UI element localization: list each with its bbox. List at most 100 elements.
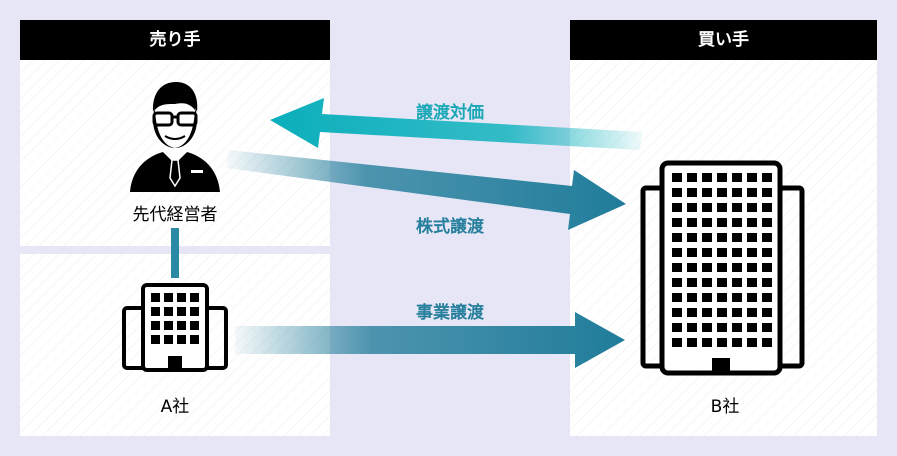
window: [687, 203, 697, 212]
window: [732, 203, 742, 212]
window: [717, 248, 727, 257]
window: [747, 308, 757, 317]
window: [702, 338, 712, 347]
window: [717, 308, 727, 317]
window: [762, 203, 772, 212]
window: [702, 218, 712, 227]
window: [687, 248, 697, 257]
window: [672, 293, 682, 302]
window: [190, 335, 199, 344]
window: [762, 308, 772, 317]
window: [687, 173, 697, 182]
window: [177, 321, 186, 330]
window: [687, 233, 697, 242]
window: [702, 293, 712, 302]
window: [702, 308, 712, 317]
window: [747, 173, 757, 182]
window: [732, 248, 742, 257]
window: [190, 293, 199, 302]
payment-arrow: [270, 98, 642, 150]
window: [190, 307, 199, 316]
window: [762, 173, 772, 182]
payment-label: 譲渡対価: [416, 103, 484, 123]
window: [687, 323, 697, 332]
window: [732, 293, 742, 302]
window: [702, 173, 712, 182]
window: [687, 263, 697, 272]
company-a-label: A社: [160, 397, 190, 417]
window: [702, 263, 712, 272]
window: [747, 233, 757, 242]
window: [151, 321, 160, 330]
window: [717, 293, 727, 302]
person-label: 先代経営者: [132, 205, 218, 225]
window: [672, 248, 682, 257]
window: [717, 203, 727, 212]
window: [747, 263, 757, 272]
window: [732, 173, 742, 182]
window: [717, 323, 727, 332]
window: [151, 307, 160, 316]
tall-building-icon: [640, 160, 805, 376]
seller-header: 売り手: [20, 20, 330, 60]
window: [177, 307, 186, 316]
window: [672, 263, 682, 272]
window: [687, 308, 697, 317]
window: [177, 293, 186, 302]
window: [747, 278, 757, 287]
window: [747, 248, 757, 257]
window: [164, 321, 173, 330]
share-transfer-arrow: [226, 150, 626, 230]
window: [732, 308, 742, 317]
window: [762, 278, 772, 287]
business-transfer-arrow: [235, 312, 625, 368]
window: [762, 323, 772, 332]
window: [672, 188, 682, 197]
window: [672, 278, 682, 287]
window: [672, 233, 682, 242]
window: [672, 338, 682, 347]
window: [762, 263, 772, 272]
window: [717, 173, 727, 182]
connector-line: [171, 228, 179, 278]
businessman-icon: [130, 82, 220, 192]
window: [732, 338, 742, 347]
window: [717, 218, 727, 227]
window: [717, 263, 727, 272]
window: [762, 293, 772, 302]
window: [702, 233, 712, 242]
window: [687, 278, 697, 287]
window: [672, 323, 682, 332]
window: [164, 293, 173, 302]
window: [717, 188, 727, 197]
business-transfer-label: 事業譲渡: [416, 303, 484, 323]
window: [687, 218, 697, 227]
window: [151, 335, 160, 344]
window: [717, 338, 727, 347]
window: [164, 335, 173, 344]
window: [177, 335, 186, 344]
window: [732, 218, 742, 227]
window: [190, 321, 199, 330]
window: [672, 173, 682, 182]
window: [732, 278, 742, 287]
window: [151, 293, 160, 302]
window: [732, 188, 742, 197]
window: [747, 218, 757, 227]
window: [762, 218, 772, 227]
company-b-label: B社: [710, 397, 740, 417]
window: [687, 338, 697, 347]
window: [702, 203, 712, 212]
window: [672, 308, 682, 317]
share-transfer-label: 株式譲渡: [416, 217, 484, 237]
window: [702, 323, 712, 332]
window: [687, 188, 697, 197]
small-building-icon: [122, 283, 228, 372]
window: [717, 233, 727, 242]
buyer-header: 買い手: [570, 20, 877, 60]
window: [732, 233, 742, 242]
window: [747, 338, 757, 347]
window: [747, 203, 757, 212]
window: [702, 248, 712, 257]
